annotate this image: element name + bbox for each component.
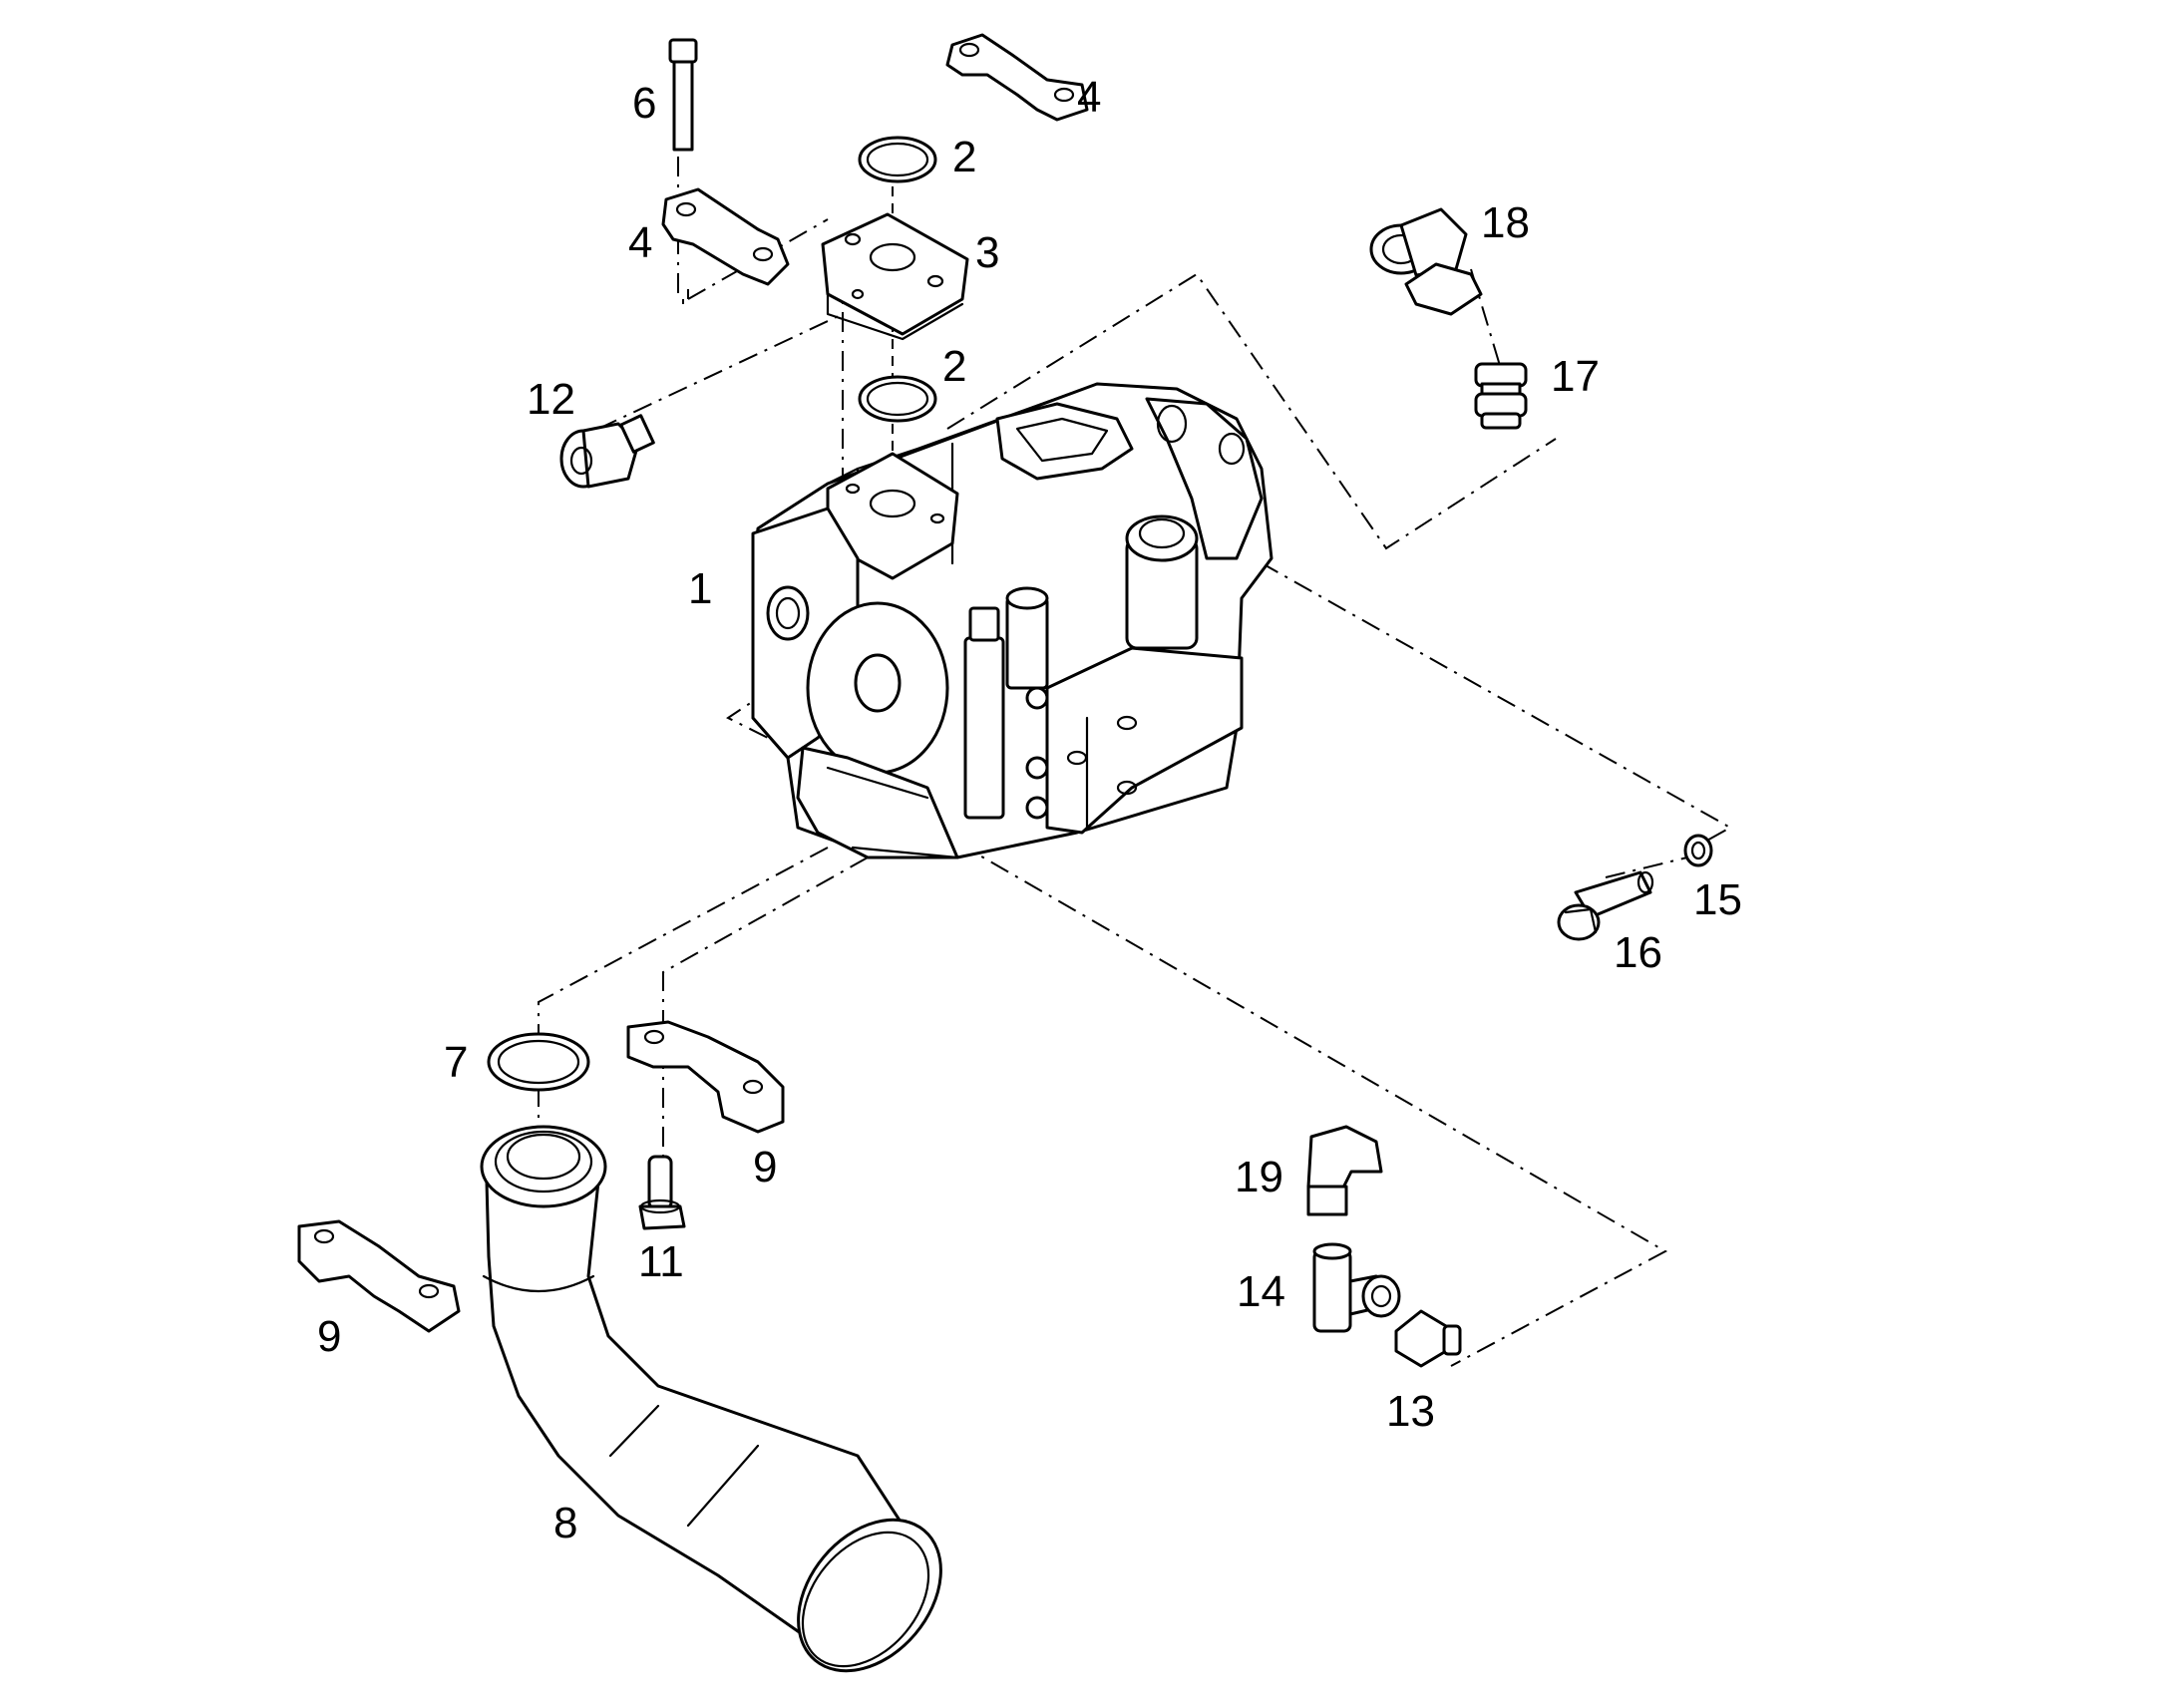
part-6-bolt bbox=[668, 38, 698, 152]
part-7-o-ring bbox=[487, 1032, 590, 1092]
part-2-o-ring-upper bbox=[858, 136, 937, 183]
part-19-elbow bbox=[1306, 1125, 1383, 1216]
part-16-bolt bbox=[1557, 870, 1654, 941]
callout-labels: 1 2 2 3 4 4 6 7 8 9 9 11 12 13 14 15 16 … bbox=[317, 73, 1742, 1547]
part-11-bolt bbox=[638, 1155, 686, 1230]
part-17-adapter bbox=[1474, 362, 1528, 430]
part-3-flange-block bbox=[821, 212, 969, 341]
callout-14: 14 bbox=[1237, 1267, 1285, 1316]
callout-6: 6 bbox=[632, 79, 656, 128]
callout-3: 3 bbox=[975, 228, 999, 277]
part-1-pump-assembly bbox=[751, 382, 1273, 859]
part-12-sensor-plug bbox=[559, 414, 655, 489]
callout-4-left: 4 bbox=[628, 218, 652, 267]
callout-16: 16 bbox=[1614, 928, 1662, 977]
callout-2-upper: 2 bbox=[952, 133, 976, 181]
callout-19: 19 bbox=[1235, 1153, 1283, 1201]
callout-12: 12 bbox=[527, 375, 575, 424]
callout-9-upper: 9 bbox=[753, 1143, 777, 1192]
part-4-flange-clamp-upper bbox=[945, 33, 1089, 122]
callout-18: 18 bbox=[1481, 198, 1530, 247]
part-14-tee-fitting bbox=[1312, 1242, 1401, 1333]
callout-17: 17 bbox=[1551, 352, 1600, 401]
part-4-flange-clamp-left bbox=[661, 187, 790, 286]
callout-8: 8 bbox=[553, 1499, 577, 1547]
part-18-elbow-fitting bbox=[1369, 207, 1483, 316]
callout-9-lower: 9 bbox=[317, 1312, 341, 1361]
part-9-flange-clamp-lower bbox=[297, 1219, 461, 1333]
callout-13: 13 bbox=[1386, 1387, 1435, 1436]
callout-7: 7 bbox=[444, 1038, 468, 1087]
callout-11: 11 bbox=[638, 1237, 684, 1286]
part-8-suction-pipe bbox=[480, 1125, 942, 1673]
part-15-washer bbox=[1683, 834, 1713, 867]
part-13-connector bbox=[1394, 1309, 1462, 1368]
callout-15: 15 bbox=[1693, 875, 1742, 924]
callout-1: 1 bbox=[688, 564, 712, 613]
callout-4-upper: 4 bbox=[1077, 73, 1101, 122]
part-9-flange-clamp-upper bbox=[626, 1020, 785, 1134]
part-2-o-ring-lower bbox=[858, 375, 937, 423]
callout-2-lower: 2 bbox=[942, 342, 966, 391]
